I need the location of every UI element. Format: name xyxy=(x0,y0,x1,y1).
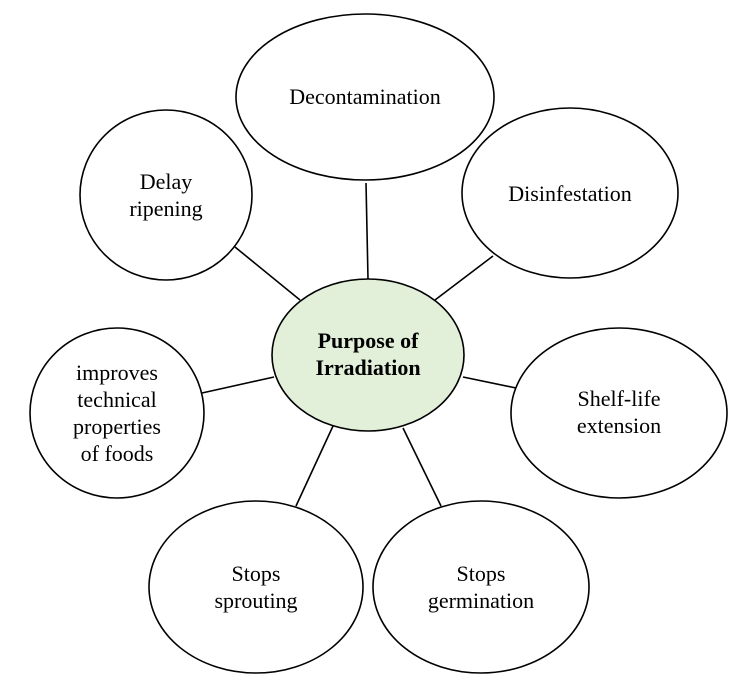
node-label: technical xyxy=(77,387,156,412)
node-label: Stops xyxy=(232,561,281,586)
svg-text:Disinfestation: Disinfestation xyxy=(508,181,631,206)
connector-decontamination xyxy=(365,182,369,280)
node-disinfestation: Disinfestation xyxy=(461,107,679,279)
connector-delay-ripening xyxy=(234,246,301,301)
node-label: Disinfestation xyxy=(508,181,631,206)
connectors xyxy=(201,182,517,507)
center-label: Purpose of xyxy=(318,328,420,353)
node-label: Delay xyxy=(140,169,193,194)
connector-shelf-life xyxy=(462,376,517,389)
node-decontamination: Decontamination xyxy=(235,13,495,181)
node-label: properties xyxy=(73,414,161,439)
node-label: Stops xyxy=(457,561,506,586)
connector-germination xyxy=(402,427,442,507)
svg-text:Decontamination: Decontamination xyxy=(289,84,441,109)
node-label: Shelf-life xyxy=(577,386,660,411)
node-label: germination xyxy=(428,588,534,613)
node-label: of foods xyxy=(81,441,154,466)
node-label: improves xyxy=(76,360,158,385)
connector-disinfestation xyxy=(434,255,494,301)
connector-sprouting xyxy=(295,425,334,507)
center-label: Irradiation xyxy=(315,355,420,380)
node-label: sprouting xyxy=(214,588,297,613)
node-label: ripening xyxy=(129,196,202,221)
connector-improves xyxy=(201,376,275,394)
node-label: Decontamination xyxy=(289,84,441,109)
node-label: extension xyxy=(577,413,661,438)
